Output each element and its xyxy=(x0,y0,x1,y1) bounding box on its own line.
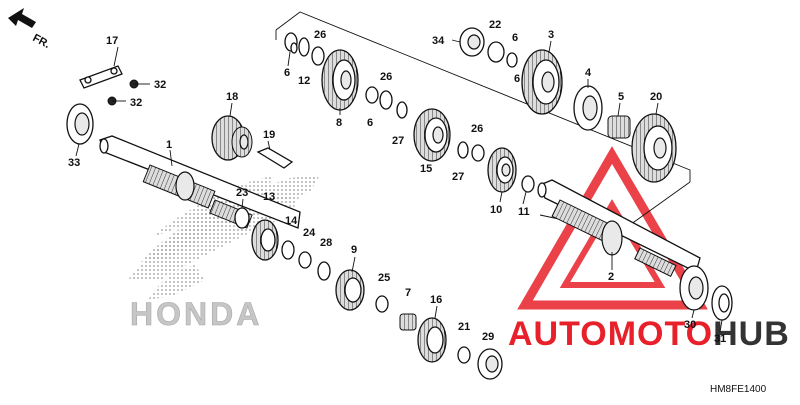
watermark-text-auto: AUTO xyxy=(508,315,608,353)
washer-part-21 xyxy=(457,346,471,364)
watermark-text-hub: HUB xyxy=(713,315,790,353)
gear-part-3 xyxy=(521,49,563,115)
watermark: AUTOMOTOHUB xyxy=(508,146,790,353)
washer-part-11 xyxy=(521,175,535,193)
callout-14: 14 xyxy=(285,215,298,227)
front-direction-arrow: FR. xyxy=(8,8,52,51)
countershaft-part-2 xyxy=(537,179,701,277)
callout-7: 7 xyxy=(405,287,411,299)
gear-part-8 xyxy=(321,49,359,111)
gear-part-9 xyxy=(335,269,365,311)
callout-25: 25 xyxy=(378,272,390,284)
bolt-part-32a xyxy=(129,79,150,89)
callout-5: 5 xyxy=(618,91,624,103)
washer-part-6b xyxy=(506,52,518,68)
callout-6c: 6 xyxy=(367,117,373,129)
callout-8: 8 xyxy=(336,117,342,129)
gear-part-16 xyxy=(417,317,447,363)
washer-part-12 xyxy=(298,37,310,57)
hub-part-4 xyxy=(573,85,603,131)
callout-labels: 1 2 3 4 5 6 6 6 6 7 8 9 10 11 12 13 14 1… xyxy=(68,19,726,345)
callout-19: 19 xyxy=(263,129,275,141)
callout-32a: 32 xyxy=(154,79,166,91)
countershaft-end-splines xyxy=(634,247,677,277)
gear-part-15 xyxy=(413,108,451,162)
washer-part-25 xyxy=(375,295,389,313)
washer-part-6c xyxy=(365,86,379,104)
bearing-part-29 xyxy=(477,348,503,380)
callout-6b: 6 xyxy=(512,32,518,44)
callout-29: 29 xyxy=(482,331,494,343)
bearing-part-30 xyxy=(679,265,709,311)
callout-23: 23 xyxy=(236,187,248,199)
diagram-code: HM8FE1400 xyxy=(710,384,767,395)
washer-part-22 xyxy=(487,41,505,63)
callout-9: 9 xyxy=(351,244,357,256)
callout-10: 10 xyxy=(490,204,502,216)
callout-17: 17 xyxy=(106,35,118,47)
callout-4: 4 xyxy=(585,67,592,79)
callout-26a: 26 xyxy=(314,29,326,41)
background-logo-text: HONDA xyxy=(130,296,262,332)
callout-26b: 26 xyxy=(380,71,392,83)
watermark-triangle-icon xyxy=(517,146,708,310)
callout-11: 11 xyxy=(518,206,530,218)
callout-26c: 26 xyxy=(471,123,483,135)
gear-part-13 xyxy=(251,219,279,261)
bearing-part-33 xyxy=(66,103,94,145)
bearing-part-34 xyxy=(459,27,485,57)
washer-part-26b xyxy=(379,90,393,110)
watermark-text-moto: MOTO xyxy=(608,315,713,353)
callout-20: 20 xyxy=(650,91,662,103)
callout-3: 3 xyxy=(548,29,554,41)
callout-21: 21 xyxy=(458,321,470,333)
callout-13: 13 xyxy=(263,191,275,203)
callout-18: 18 xyxy=(226,91,238,103)
gear-part-18 xyxy=(211,115,253,161)
callout-1: 1 xyxy=(166,139,172,151)
callout-30: 30 xyxy=(684,319,696,331)
gear-part-10 xyxy=(487,147,517,193)
needle-bearing-part-5 xyxy=(607,115,631,139)
callout-15: 15 xyxy=(420,163,432,175)
callout-27a: 27 xyxy=(392,135,404,147)
callout-16: 16 xyxy=(430,294,442,306)
callout-22: 22 xyxy=(489,19,501,31)
callout-24: 24 xyxy=(303,227,316,239)
callout-28: 28 xyxy=(320,237,332,249)
callout-31: 31 xyxy=(714,333,726,345)
washer-part-26c xyxy=(471,144,485,162)
washer-part-27a xyxy=(396,101,408,119)
watermark-text: AUTOMOTOHUB xyxy=(508,315,790,353)
washers xyxy=(234,32,535,364)
bolt-part-32b xyxy=(107,96,126,106)
callout-27b: 27 xyxy=(452,171,464,183)
washer-part-27b xyxy=(457,141,469,159)
washer-part-28 xyxy=(317,261,331,281)
washer-part-24 xyxy=(298,251,312,269)
callout-12: 12 xyxy=(298,75,310,87)
leader-lines xyxy=(75,39,723,333)
seal-part-31 xyxy=(711,285,733,321)
collar-part-19 xyxy=(256,147,294,169)
stopper-plate-part-17 xyxy=(79,65,123,89)
washer-part-6d xyxy=(290,42,298,54)
washer-part-23 xyxy=(234,207,250,229)
callout-6d: 6 xyxy=(514,73,520,85)
callout-32b: 32 xyxy=(130,97,142,109)
callout-34: 34 xyxy=(432,35,445,47)
callout-2: 2 xyxy=(608,271,614,283)
direction-label: FR. xyxy=(31,32,52,51)
needle-bearing-part-7 xyxy=(399,313,417,331)
callout-6a: 6 xyxy=(284,67,290,79)
washer-part-26a xyxy=(311,46,325,66)
callout-33: 33 xyxy=(68,157,80,169)
gear-part-20 xyxy=(631,113,677,183)
arrow-left-icon xyxy=(8,8,36,28)
washer-part-14 xyxy=(281,240,295,260)
